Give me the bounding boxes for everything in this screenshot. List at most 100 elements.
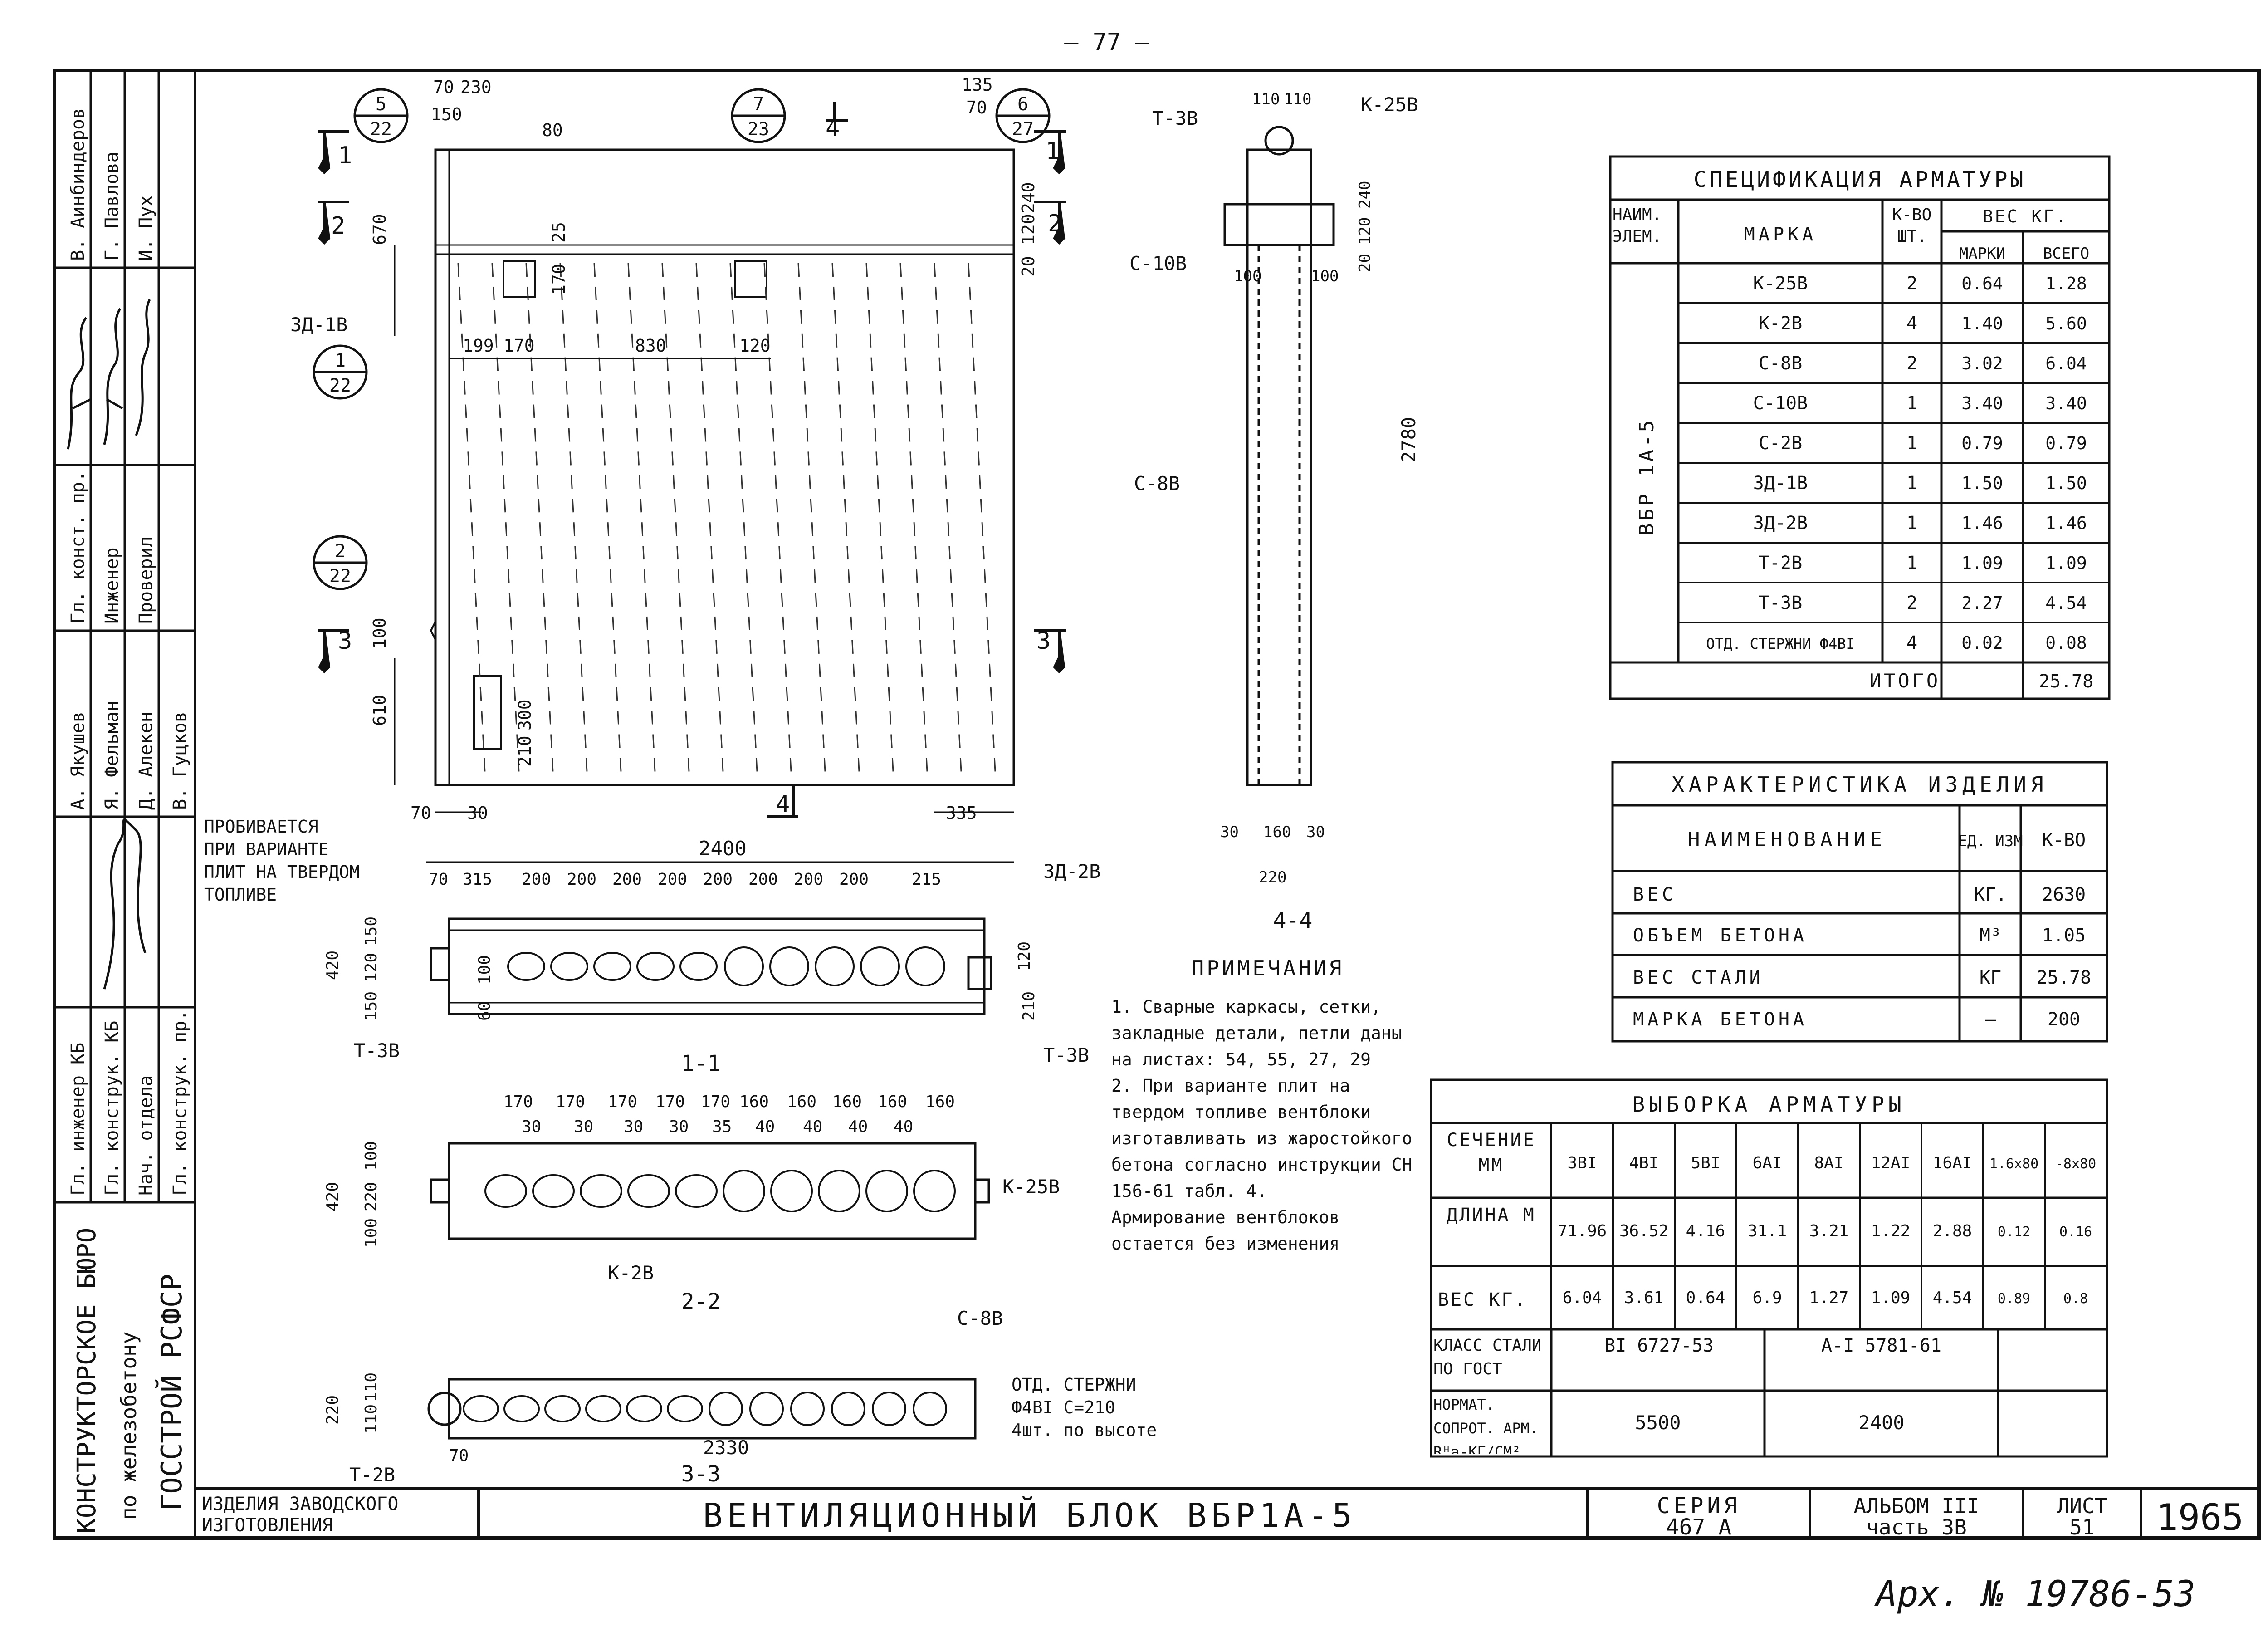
resist-label-text: НОРМАТ. СОПРОТ. АРМ. Rᴴа-КГ/СМ²	[1433, 1396, 1539, 1454]
spec-cell-total: 1.28	[2045, 274, 2087, 294]
steel-class-2-text: А-I 5781-61	[1821, 1335, 1941, 1356]
s1-dim-7: 200	[748, 870, 778, 889]
spec-cell-qty: 1	[1906, 513, 1917, 534]
rebar-length: 2.88	[1933, 1222, 1972, 1240]
hatch-line	[797, 263, 826, 781]
spec-cell-qty: 4	[1906, 632, 1917, 653]
section-1-1-dims: 70 315 200 200 200 200 200 200 200 200 2…	[323, 870, 1038, 1021]
channel-circle	[860, 946, 900, 986]
spec-header-weight: ВЕС КГ.	[1983, 206, 2068, 226]
spec-header-qty: К-ВО ШТ.	[1892, 206, 1932, 246]
spec-cell-qty: 2	[1906, 593, 1917, 613]
rebar-row-label-0: СЕЧЕНИЕ ММ	[1447, 1130, 1536, 1176]
section-2-2-holes	[484, 1170, 956, 1212]
spec-cell-mark: ОТД. СТЕРЖНИ Ф4ВI	[1706, 635, 1855, 652]
spec-cell-qty: 1	[1906, 433, 1917, 454]
spec-cell-qty: 1	[1906, 393, 1917, 414]
hatch-line	[729, 263, 758, 781]
notes: ПРИМЕЧАНИЯ 1. Сварные каркасы, сетки, за…	[1111, 956, 1412, 1254]
elevation-dim-texts: 70 230 150 80 135 70 240 120 20 670 25 1…	[370, 75, 1038, 860]
dim-170h: 170	[503, 336, 535, 356]
rebar-weight: 0.64	[1686, 1289, 1725, 1307]
bureau-sub: по железобетону	[117, 1332, 141, 1520]
channel-circle	[770, 1170, 813, 1212]
channel-oval	[484, 1174, 527, 1208]
s1-h-100: 100	[475, 955, 494, 985]
hatch-line	[899, 263, 929, 781]
section-3-3-holes	[463, 1392, 947, 1426]
spec-title: СПЕЦИФИКАЦИЯ АРМАТУРЫ	[1694, 167, 2026, 192]
bubble-1-bot: 22	[370, 119, 392, 140]
char-row-1-name: ОБЪЕМ БЕТОНА	[1633, 925, 1808, 946]
dim-100v: 100	[370, 618, 390, 649]
spec-cell-weight: 2.27	[1961, 593, 2003, 613]
rebar-length: 4.16	[1686, 1222, 1725, 1240]
rebar-weight: 0.8	[2063, 1291, 2088, 1307]
spec-table-grid	[1609, 155, 2111, 700]
product-type-2: ИЗГОТОВЛЕНИЯ	[202, 1515, 333, 1536]
s2-bot-5: 40	[755, 1117, 775, 1136]
channel-circle	[905, 946, 945, 986]
s2-h-100b: 100	[362, 1218, 381, 1248]
stamp-role-5: Инженер	[102, 547, 122, 624]
cut-label-1: 1	[338, 142, 352, 169]
bubble-4-bot: 22	[329, 375, 351, 396]
s2-bot-4: 35	[712, 1117, 732, 1136]
s1-dim-10: 215	[912, 870, 941, 889]
resist-1: 5500	[1635, 1412, 1681, 1434]
spec-cell-qty: 1	[1906, 473, 1917, 494]
rebar-weight: 1.27	[1809, 1289, 1849, 1307]
rebar-length: 36.52	[1619, 1222, 1668, 1240]
bubble-5-top: 2	[335, 541, 346, 562]
s2-bot-8: 40	[894, 1117, 913, 1136]
s4-dim-100a: 100	[1234, 267, 1261, 285]
stamp-role-0: Гл. инженер КБ	[68, 1043, 88, 1196]
stamp-name-6: И. Пух	[136, 196, 156, 261]
rebar-row-label-0-text: СЕЧЕНИЕ ММ	[1447, 1130, 1536, 1176]
bubble-texts: 5 22 7 23 6 27 1 22 2 22	[329, 94, 1034, 587]
steel-class-1-text: ВI 6727-53	[1604, 1335, 1714, 1356]
char-row-2-name: ВЕС СТАЛИ	[1633, 967, 1764, 988]
spec-cell-total: 1.09	[2045, 553, 2087, 573]
steel-class-2: А-I 5781-61	[1821, 1335, 1941, 1356]
channel-oval	[550, 952, 588, 981]
s2-top-2: 170	[608, 1093, 637, 1111]
t2b-label: Т-2В	[349, 1464, 395, 1486]
t3b-label-right: Т-3В	[1043, 1044, 1089, 1066]
channel-oval	[532, 1174, 575, 1208]
notes-body: 1. Сварные каркасы, сетки, закладные дет…	[1111, 997, 1412, 1254]
s1-h-120: 120	[362, 953, 381, 982]
notes-title: ПРИМЕЧАНИЯ	[1192, 956, 1344, 980]
stamp-strip	[54, 70, 195, 1204]
section-2-2-label: 2-2	[681, 1289, 721, 1314]
s4-dim-220: 220	[1259, 868, 1286, 887]
sheet-frame	[53, 69, 2261, 1540]
spec-cell-weight: 0.64	[1961, 274, 2003, 294]
cut-label-4b: 4	[776, 791, 790, 818]
spec-header-elem-text: НАИМ. ЭЛЕМ.	[1613, 206, 1662, 246]
bubble-2-top: 7	[753, 94, 764, 115]
dim-70a: 70	[433, 77, 454, 97]
pierce-line-2: ПРИ ВАРИАНТЕ	[204, 839, 329, 859]
s2-top-0: 170	[503, 1093, 533, 1111]
channel-oval	[463, 1395, 499, 1422]
char-row-3-name: МАРКА БЕТОНА	[1633, 1009, 1808, 1030]
rebar-col-header: 4ВI	[1629, 1154, 1658, 1172]
resist-label: НОРМАТ. СОПРОТ. АРМ. Rᴴа-КГ/СМ²	[1433, 1396, 1539, 1454]
rebar-table-grid	[1430, 1078, 2108, 1458]
s4-dim-30a: 30	[1220, 823, 1239, 841]
dim-335: 335	[946, 803, 977, 823]
spec-header-mark: МАРКА	[1744, 224, 1817, 245]
spec-cell-weight: 3.40	[1961, 393, 2003, 413]
s2-top-7: 160	[832, 1093, 862, 1111]
k25b-label-s4: К-25В	[1361, 93, 1418, 116]
section-4-4-dims: 110 110 240 120 20 100 100 2780 30 160 3…	[1220, 90, 1420, 887]
stamp-role-2: Нач. отдела	[136, 1075, 156, 1196]
rebar-length: 1.22	[1871, 1222, 1911, 1240]
dim-300: 300	[515, 699, 535, 730]
cut-label-2r: 2	[1048, 210, 1062, 237]
spec-cell-total: 1.50	[2045, 473, 2087, 493]
char-title: ХАРАКТЕРИСТИКА ИЗДЕЛИЯ	[1672, 772, 2048, 797]
hatch-line	[627, 263, 656, 781]
